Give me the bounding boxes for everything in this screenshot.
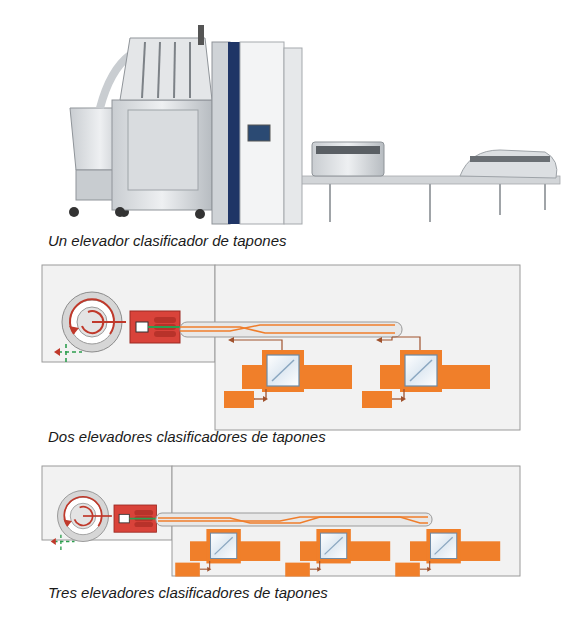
cap-flow [158,517,428,523]
curved-conveyor [460,150,557,178]
conveyor-leg [329,184,331,222]
sorter-door [128,110,198,190]
chute [158,42,160,98]
chute [189,42,191,98]
machine-photo [69,25,560,224]
flow-arrowhead [376,337,382,343]
frame [212,42,230,224]
sorter-unit [224,350,352,408]
blue-panel [228,42,240,224]
conveyor-leg [544,184,546,210]
sorter-chutes [120,38,212,100]
cap-flow [180,327,395,333]
touch-screen [248,125,270,141]
two-sorters-scheme [42,265,520,430]
sorter-unit [175,529,280,577]
three-sorters-scheme [42,466,520,577]
cabinet-side [284,48,302,224]
wheel [195,209,205,219]
flow-line [232,340,282,350]
caption-label: Un elevador clasificador de tapones [48,232,286,250]
cap-drive [130,311,180,343]
conveyor-chain [470,156,550,162]
capper-turret [51,491,112,551]
turret-instance [51,491,112,551]
tunnel-top [316,146,380,154]
sorter-unit [395,529,500,577]
sorter-base [112,100,212,210]
conveyor-leg [499,184,501,215]
drive-instance [114,505,157,532]
sorter-instance [395,529,500,577]
machine-panel [42,265,215,362]
flow-line [392,337,420,350]
flow-arrowhead [228,337,234,343]
capper-turret [54,292,126,362]
cap-chute [180,322,402,337]
cabinet [240,42,284,224]
cap-drive [114,505,157,532]
sorter-unit [362,350,490,408]
chute [142,42,145,98]
signal-light [198,25,204,45]
cap-flow [158,517,428,523]
cap-flow [180,325,395,331]
sorter-unit [285,529,390,577]
sorter-instance [175,529,280,577]
tunnel-unit [312,142,384,176]
caption-label: Tres elevadores clasificadores de tapone… [48,584,328,602]
cap-chute [156,513,432,526]
caption-label: Dos elevadores clasificadores de tapones [48,428,326,446]
sorter-instance [285,529,390,577]
conveyor-leg [429,184,431,222]
sorter-panel [215,265,520,430]
wheel [115,207,125,217]
wheel [69,207,79,217]
chute [174,42,175,98]
